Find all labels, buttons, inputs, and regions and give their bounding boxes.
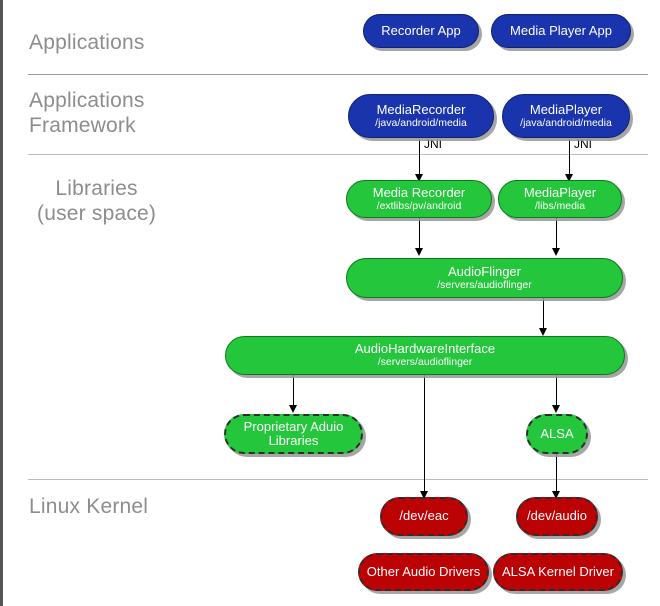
connector-mediaplayer-to-audioflinger (556, 218, 557, 254)
node-audioflinger-subtitle: /servers/audioflinger (437, 278, 532, 291)
node-mediaplayer-library-subtitle: /libs/media (534, 199, 586, 212)
node-mediaplayer-library[interactable]: MediaPlayer /libs/media (498, 180, 622, 218)
layer-label-linux-kernel: Linux Kernel (29, 495, 149, 518)
node-audio-hardware-interface-title: AudioHardwareInterface (354, 341, 496, 357)
node-mediarecorder-framework-title: MediaRecorder (376, 101, 466, 117)
connector-alsa-to-dev-audio (556, 454, 557, 497)
node-mediaplayer-library-title: MediaPlayer (523, 184, 597, 200)
node-audioflinger[interactable]: AudioFlinger /servers/audioflinger (346, 258, 623, 298)
node-audio-hardware-interface-subtitle: /servers/audioflinger (377, 356, 473, 369)
node-media-recorder-library[interactable]: Media Recorder /extlibs/pv/android (346, 180, 492, 218)
node-alsa[interactable]: ALSA (526, 414, 588, 454)
node-proprietary-audio-libraries-line2: Libraries (268, 433, 319, 448)
connector-mediaplayer-jni (569, 139, 570, 182)
node-other-audio-drivers-title: Other Audio Drivers (366, 563, 481, 579)
node-alsa-kernel-driver-title: ALSA Kernel Driver (502, 563, 614, 579)
arrowhead-media-recorder-to-audioflinger (415, 248, 423, 256)
arrowhead-ahi-to-dev-eac (420, 491, 428, 499)
layer-label-applications-framework: Applications Framework (29, 89, 145, 137)
node-media-recorder-library-title: Media Recorder (372, 184, 466, 200)
node-proprietary-audio-libraries-title: Proprietary Aduio (243, 418, 344, 434)
node-mediaplayer-framework-subtitle: /java/android/media (520, 116, 612, 129)
edge-label-jni-right: JNI (574, 137, 592, 151)
node-audio-hardware-interface[interactable]: AudioHardwareInterface /servers/audiofli… (225, 336, 625, 375)
node-mediarecorder-framework-subtitle: /java/android/media (375, 116, 467, 129)
node-dev-audio[interactable]: /dev/audio (516, 497, 598, 536)
arrowhead-ahi-to-proprietary-libraries (289, 405, 297, 413)
connector-mediarecorder-jni (419, 139, 420, 182)
node-mediarecorder-framework[interactable]: MediaRecorder /java/android/media (348, 94, 494, 138)
node-recorder-app[interactable]: Recorder App (363, 14, 479, 48)
node-other-audio-drivers[interactable]: Other Audio Drivers (358, 553, 489, 591)
connector-ahi-to-alsa (556, 375, 557, 411)
arrowhead-mediaplayer-jni (565, 174, 573, 182)
node-audioflinger-title: AudioFlinger (448, 263, 521, 279)
connector-ahi-to-proprietary-libraries (293, 375, 294, 411)
edge-label-jni-left: JNI (424, 137, 442, 151)
node-proprietary-audio-libraries[interactable]: Proprietary Aduio Libraries (224, 414, 363, 454)
arrowhead-alsa-to-dev-audio (552, 491, 560, 499)
arrowhead-ahi-to-alsa (552, 405, 560, 413)
node-dev-eac[interactable]: /dev/eac (380, 497, 468, 536)
node-media-player-app[interactable]: Media Player App (491, 14, 631, 48)
connector-media-recorder-to-audioflinger (419, 218, 420, 254)
node-dev-eac-title: /dev/eac (399, 508, 449, 524)
node-media-recorder-library-subtitle: /extlibs/pv/android (376, 199, 462, 212)
layer-label-applications: Applications (29, 31, 145, 54)
node-mediaplayer-framework[interactable]: MediaPlayer /java/android/media (502, 94, 630, 138)
arrowhead-mediarecorder-jni (415, 174, 423, 182)
divider-kernel (28, 479, 648, 480)
node-alsa-kernel-driver[interactable]: ALSA Kernel Driver (493, 553, 623, 591)
arrowhead-audioflinger-to-audiohardwareinterface (539, 328, 547, 336)
node-dev-audio-title: /dev/audio (527, 508, 587, 524)
node-recorder-app-title: Recorder App (381, 22, 461, 38)
layer-label-libraries: Libraries (user space) (37, 177, 157, 225)
connector-ahi-to-dev-eac (424, 375, 425, 497)
node-media-player-app-title: Media Player App (510, 22, 612, 38)
divider-applications (28, 74, 648, 75)
divider-framework (28, 154, 648, 155)
node-alsa-title: ALSA (540, 425, 574, 441)
connector-audioflinger-to-audiohardwareinterface (543, 298, 544, 334)
arrowhead-mediaplayer-to-audioflinger (552, 248, 560, 256)
node-mediaplayer-framework-title: MediaPlayer (529, 101, 603, 117)
